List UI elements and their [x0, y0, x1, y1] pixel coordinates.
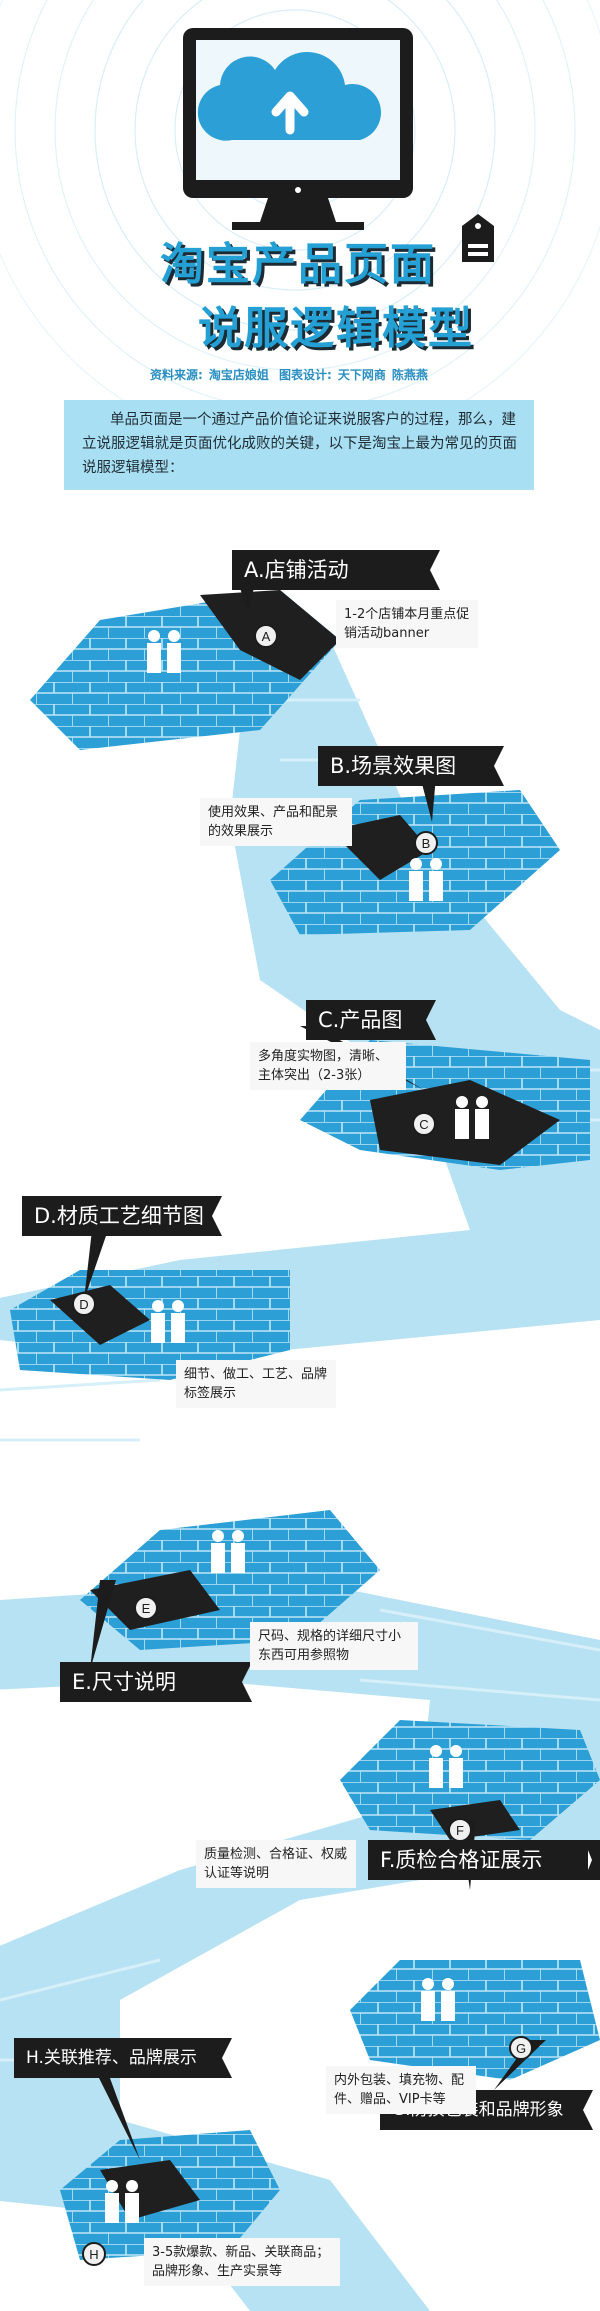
step-d-banner: D.材质工艺细节图	[22, 1196, 210, 1236]
step-g-desc: 内外包装、填充物、配件、赠品、VIP卡等	[326, 2066, 476, 2114]
step-h-banner: H.关联推荐、品牌展示	[14, 2038, 220, 2078]
monitor-icon	[183, 28, 413, 230]
step-b-banner: B.场景效果图	[318, 746, 492, 786]
step-f-banner: F.质检合格证展示	[368, 1840, 588, 1880]
intro-text: 单品页面是一个通过产品价值论证来说服客户的过程，那么，建立说服逻辑就是页面优化成…	[64, 400, 534, 490]
badge-f: F	[448, 1818, 472, 1842]
letter-badges: A B C D E F G H	[72, 624, 533, 2266]
badge-f-letter: F	[456, 1823, 464, 1838]
designer-name: 陈燕燕	[391, 368, 428, 382]
badge-a-letter: A	[262, 629, 271, 644]
platform-g	[350, 1960, 600, 2080]
badge-d: D	[72, 1292, 96, 1316]
credits: 资料来源: 淘宝店娘姐 图表设计: 天下网商陈燕燕	[150, 366, 570, 383]
badge-g: G	[509, 2036, 533, 2060]
step-a-desc: 1-2个店铺本月重点促销活动banner	[336, 600, 478, 648]
badge-c: C	[412, 1112, 436, 1136]
badge-d-letter: D	[79, 1297, 88, 1312]
step-a-banner: A.店铺活动	[232, 550, 428, 590]
price-tag-icon	[462, 214, 494, 262]
badge-e: E	[134, 1596, 158, 1620]
badge-c-letter: C	[419, 1117, 428, 1132]
badge-h: H	[82, 2242, 106, 2266]
design-label: 图表设计:	[279, 368, 332, 382]
step-c-desc: 多角度实物图，清晰、主体突出（2-3张）	[250, 1042, 406, 1090]
page-title-line2: 说服逻辑模型	[198, 303, 474, 354]
page-title-line1: 淘宝产品页面	[160, 239, 436, 290]
source-label: 资料来源:	[150, 368, 203, 382]
designer-org: 天下网商	[337, 368, 386, 382]
step-h-desc: 3-5款爆款、新品、关联商品；品牌形象、生产实景等	[144, 2238, 340, 2286]
step-e-banner: E.尺寸说明	[60, 1662, 240, 1702]
step-f-desc: 质量检测、合格证、权威认证等说明	[196, 1840, 356, 1888]
badge-a: A	[254, 624, 278, 648]
badge-h-letter: H	[89, 2247, 98, 2262]
source-name: 淘宝店娘姐	[208, 368, 269, 382]
banner-notches	[206, 550, 600, 2130]
badge-g-letter: G	[516, 2041, 526, 2056]
step-c-banner: C.产品图	[306, 1000, 424, 1040]
badge-b: B	[414, 831, 438, 855]
badge-b-letter: B	[422, 836, 431, 851]
people-icons	[105, 630, 489, 2223]
step-d-desc: 细节、做工、工艺、品牌标签展示	[176, 1360, 336, 1408]
step-e-desc: 尺码、规格的详细尺寸小东西可用参照物	[250, 1622, 418, 1670]
badge-e-letter: E	[142, 1601, 151, 1616]
step-b-desc: 使用效果、产品和配景的效果展示	[200, 798, 352, 846]
